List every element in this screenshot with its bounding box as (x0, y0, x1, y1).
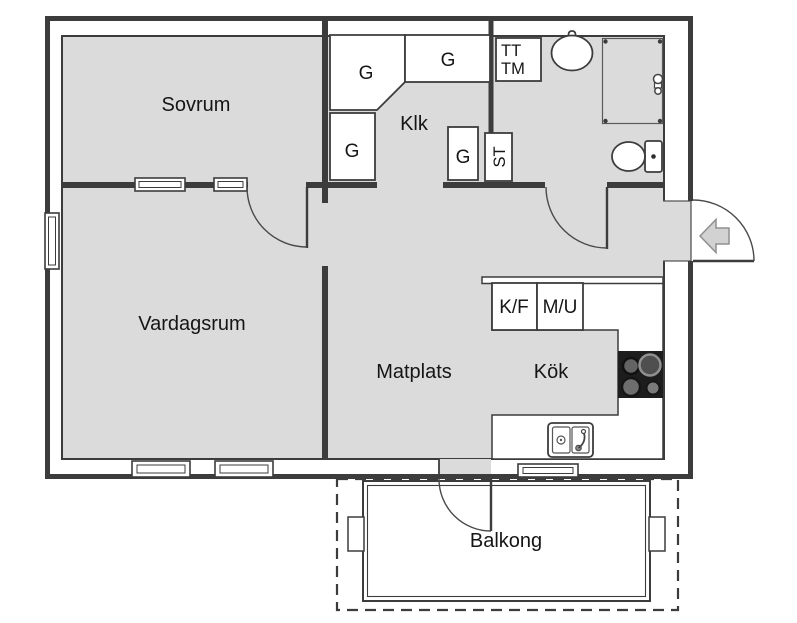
faucet-spout (580, 428, 587, 435)
doors (246, 186, 755, 532)
kitchen-counters (481, 276, 664, 460)
wardrobe-corner-box (329, 34, 406, 111)
laundry-box (495, 37, 542, 82)
micro-oven-box (536, 282, 584, 331)
window-bedroom-partition-2 (213, 177, 248, 192)
wardrobe-top-box (404, 34, 491, 83)
label-wardrobe-3: G (345, 141, 360, 162)
burner (645, 380, 661, 396)
interior-walls (62, 20, 664, 459)
balcony-right-tab (648, 516, 666, 552)
window-livingroom-south-2 (214, 460, 274, 478)
window-livingroom-west (44, 212, 60, 270)
room-label-closet: Klk (400, 113, 429, 135)
label-micro-oven: M/U (543, 297, 578, 318)
bathroom-sink-icon (550, 30, 594, 72)
windows (44, 177, 579, 478)
window-bedroom-partition-1 (134, 177, 186, 192)
bedroom-door (246, 186, 309, 248)
window-kitchen-south (517, 463, 579, 478)
shower-corner-dot (657, 39, 663, 44)
toilet-flush-button (651, 154, 656, 159)
kitchen-sink-drain (556, 435, 566, 445)
label-wardrobe-1: G (359, 63, 374, 84)
balcony-door (438, 478, 493, 532)
entry-opening-edges (663, 200, 691, 262)
room-label-livingroom: Vardagsrum (138, 313, 245, 335)
entry-arrow-icon (698, 217, 730, 255)
toilet-icon (611, 140, 663, 173)
shower-corner-dot (603, 39, 608, 44)
room-label-balcony: Balkong (470, 530, 542, 552)
room-label-bedroom: Sovrum (162, 94, 231, 116)
label-laundry-tt: TT (501, 42, 521, 60)
fridge-freezer-box (491, 282, 538, 331)
kitchen-sink-icon (547, 422, 594, 458)
kitchen-sink-basin-left (551, 426, 571, 454)
bathroom-door (545, 186, 609, 249)
label-laundry-tm: TM (501, 60, 525, 78)
balcony-door-opening-floor (439, 459, 491, 478)
shower-corner-dot (657, 118, 663, 124)
shower-mixer-icon (652, 73, 664, 95)
burner (621, 356, 641, 376)
wardrobe-left-box (329, 112, 376, 181)
balcony (335, 477, 680, 612)
room-label-kitchen: Kök (534, 361, 569, 383)
closets (329, 34, 542, 182)
burner (638, 353, 662, 377)
cleaning-cabinet-box (484, 132, 513, 182)
toilet-bowl (611, 141, 646, 172)
basin-bowl (550, 34, 594, 72)
shower-corner-dot (603, 118, 608, 124)
wardrobe-small-box (447, 126, 479, 181)
label-fridge-freezer: K/F (499, 297, 529, 318)
balcony-floor-inner (366, 484, 647, 598)
window-livingroom-south-1 (131, 460, 191, 478)
burner (620, 376, 642, 398)
kitchen-sink-drain-dot (559, 438, 563, 442)
label-cleaning-cabinet: ST (491, 146, 509, 167)
stove-icon (618, 351, 663, 398)
room-label-dining: Matplats (376, 361, 452, 383)
entry-door (692, 199, 755, 263)
balcony-left-tab (347, 516, 365, 552)
kitchen-sink-basin-right (571, 426, 590, 454)
label-wardrobe-4: G (456, 147, 471, 168)
labels: Sovrum Vardagsrum Klk Matplats Kök Balko… (138, 42, 577, 552)
entry-opening-floor (663, 201, 691, 261)
label-wardrobe-2: G (441, 50, 456, 71)
bathroom (550, 30, 664, 173)
